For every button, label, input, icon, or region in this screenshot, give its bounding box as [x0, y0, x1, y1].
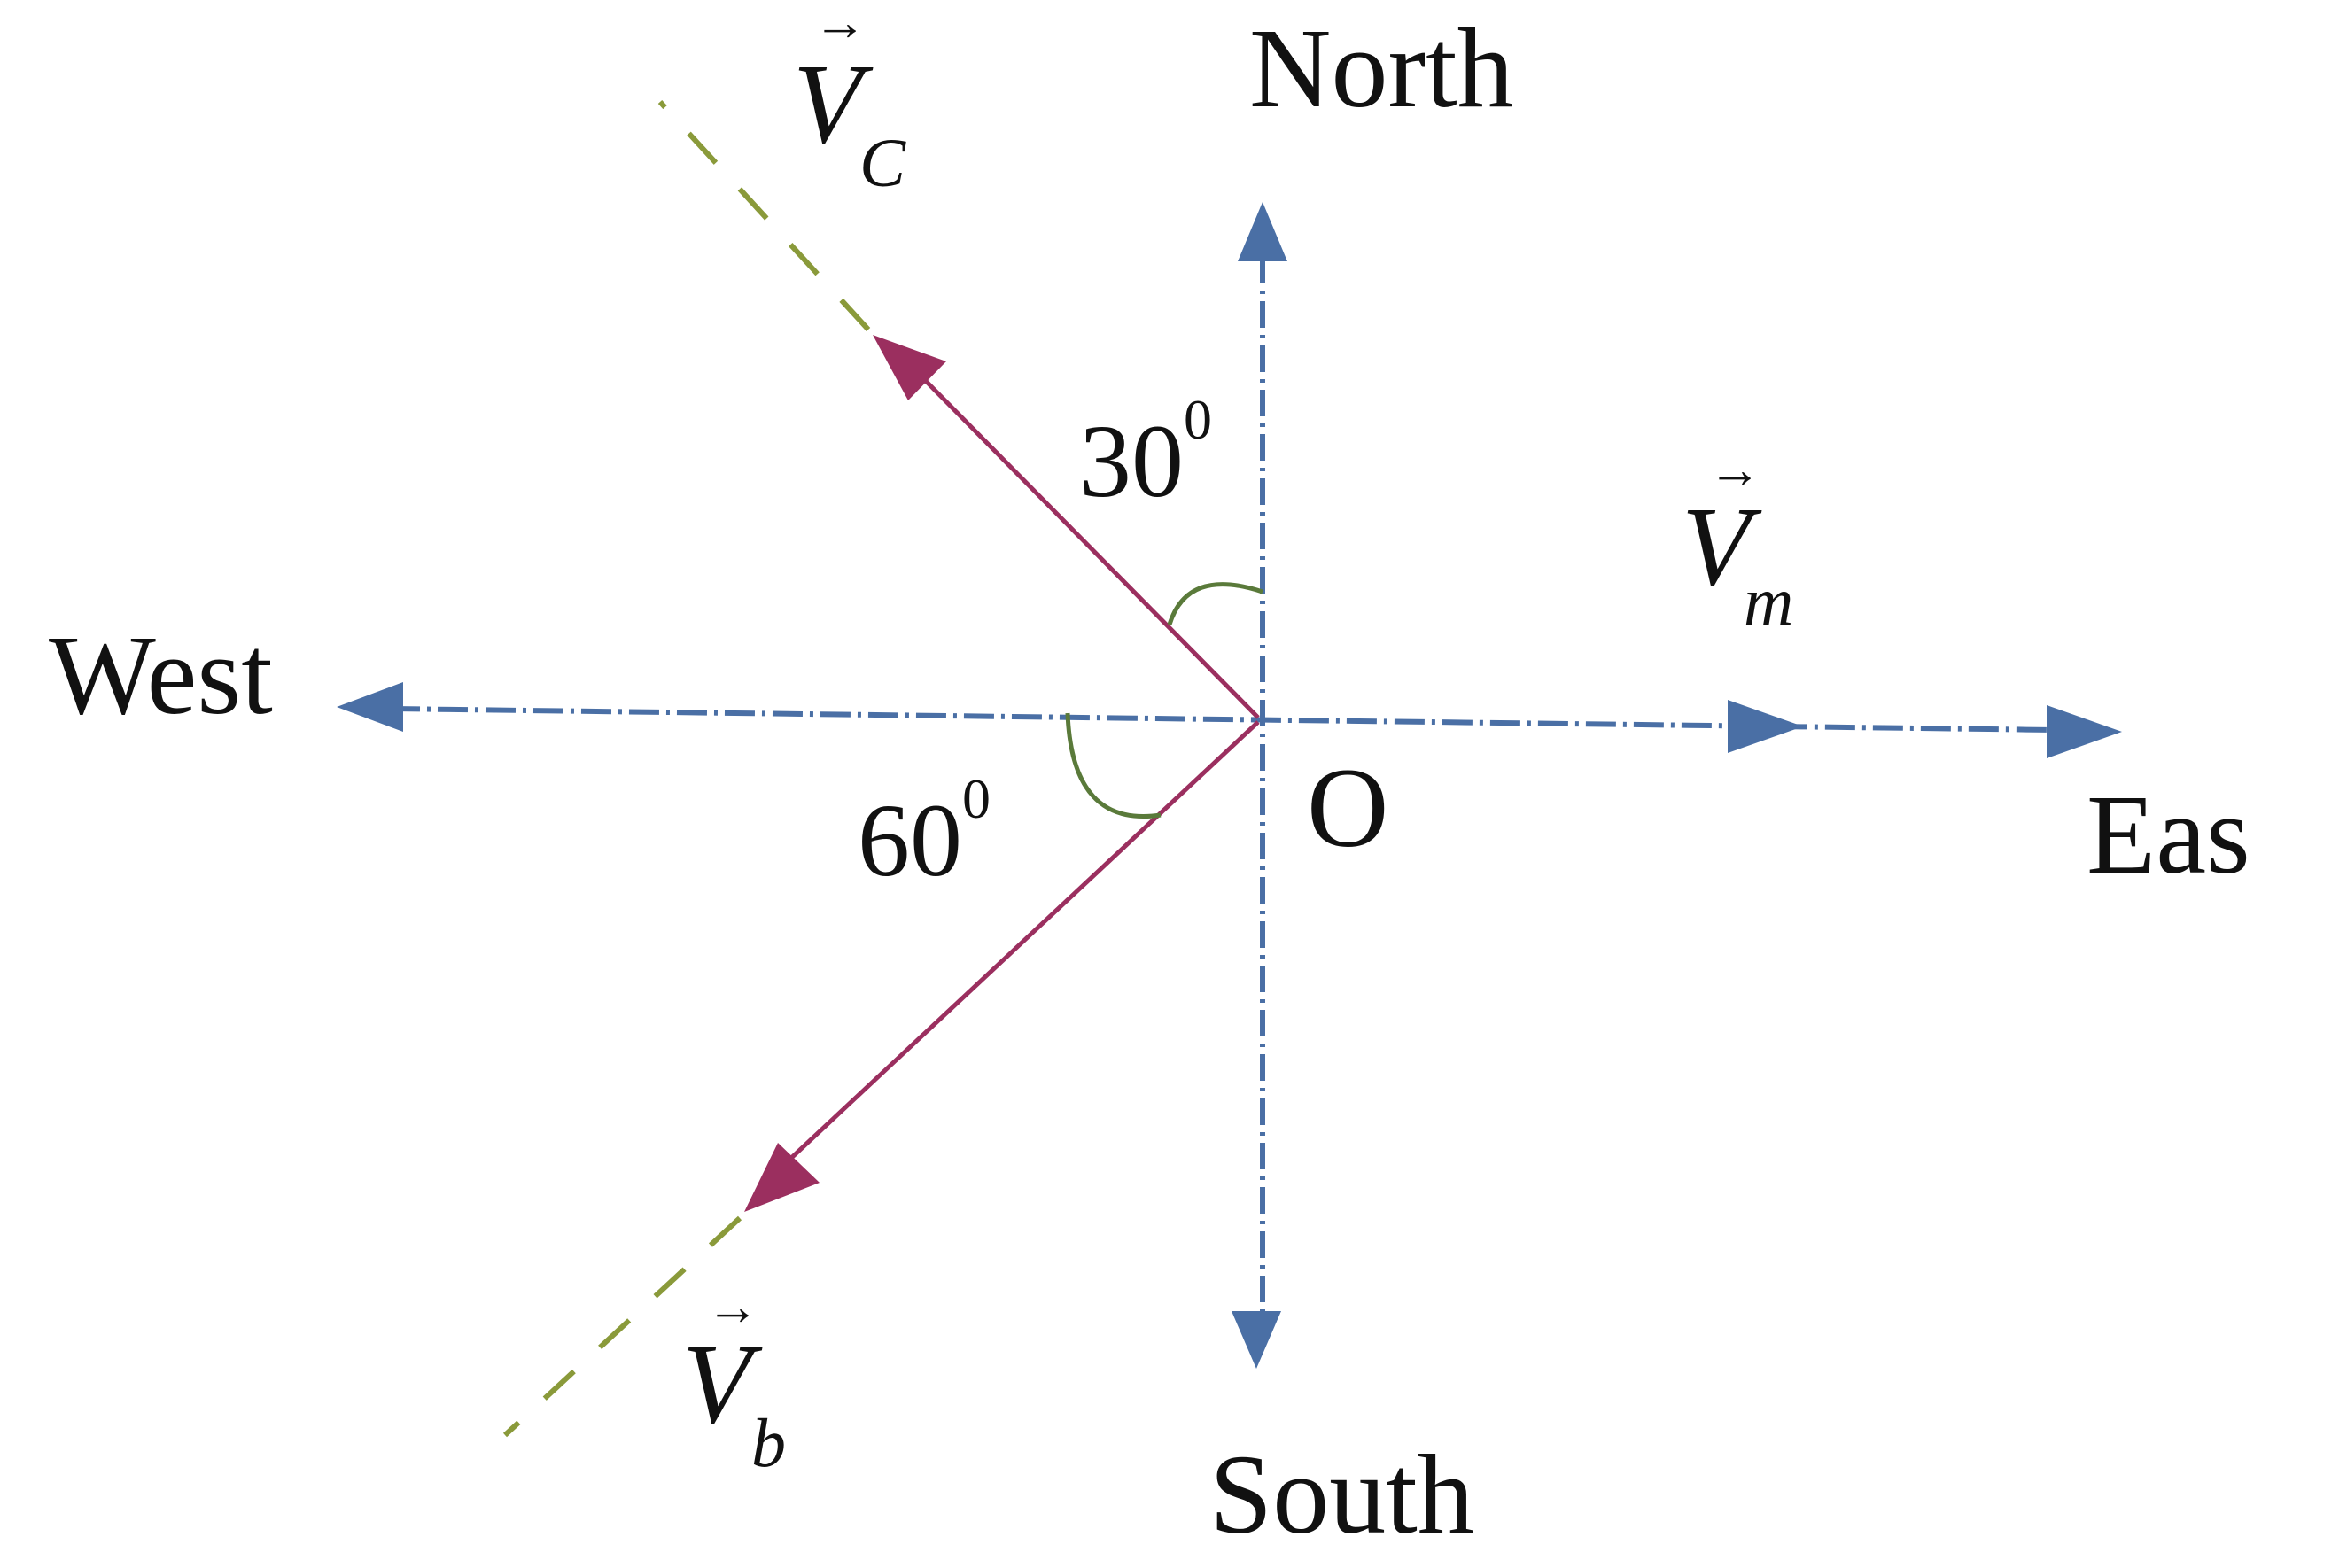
vc-vector-line [915, 370, 1260, 719]
angle-arc-30 [1167, 582, 1263, 625]
north-arrowhead [1238, 202, 1287, 261]
vb-subscript: b [751, 1404, 786, 1481]
vm-subscript: m [1744, 563, 1793, 640]
vm-label: → V m [1682, 440, 1793, 640]
west-east-axis [389, 706, 2056, 733]
east-arrowhead [2047, 705, 2122, 758]
vc-symbol: V [793, 41, 874, 167]
north-label: North [1249, 5, 1514, 131]
vc-subscript: C [859, 124, 906, 201]
vm-arrow-symbol: → [1708, 440, 1761, 499]
vm-arrowhead [1728, 700, 1803, 753]
south-arrowhead [1232, 1311, 1281, 1369]
west-label: West [49, 612, 273, 738]
vm-symbol: V [1682, 484, 1762, 609]
vb-label: → V b [682, 1277, 786, 1481]
vb-symbol: V [682, 1321, 763, 1447]
west-arrowhead [337, 682, 403, 732]
vc-extension-dashed [657, 99, 871, 332]
angle-60-label: 600 [858, 767, 991, 898]
vc-label: → V C [793, 0, 906, 201]
east-label: Eas [2087, 772, 2250, 897]
origin-label: O [1307, 745, 1388, 871]
vb-extension-dashed [502, 1215, 742, 1438]
vb-vector-line [787, 720, 1260, 1162]
south-label: South [1209, 1432, 1474, 1557]
vc-arrowhead [873, 335, 946, 400]
vb-arrow-symbol: → [706, 1277, 759, 1336]
vc-arrow-symbol: → [813, 0, 867, 51]
angle-30-label: 300 [1079, 388, 1212, 519]
vb-arrowhead [744, 1143, 820, 1212]
angle-arc-60 [1065, 712, 1162, 819]
